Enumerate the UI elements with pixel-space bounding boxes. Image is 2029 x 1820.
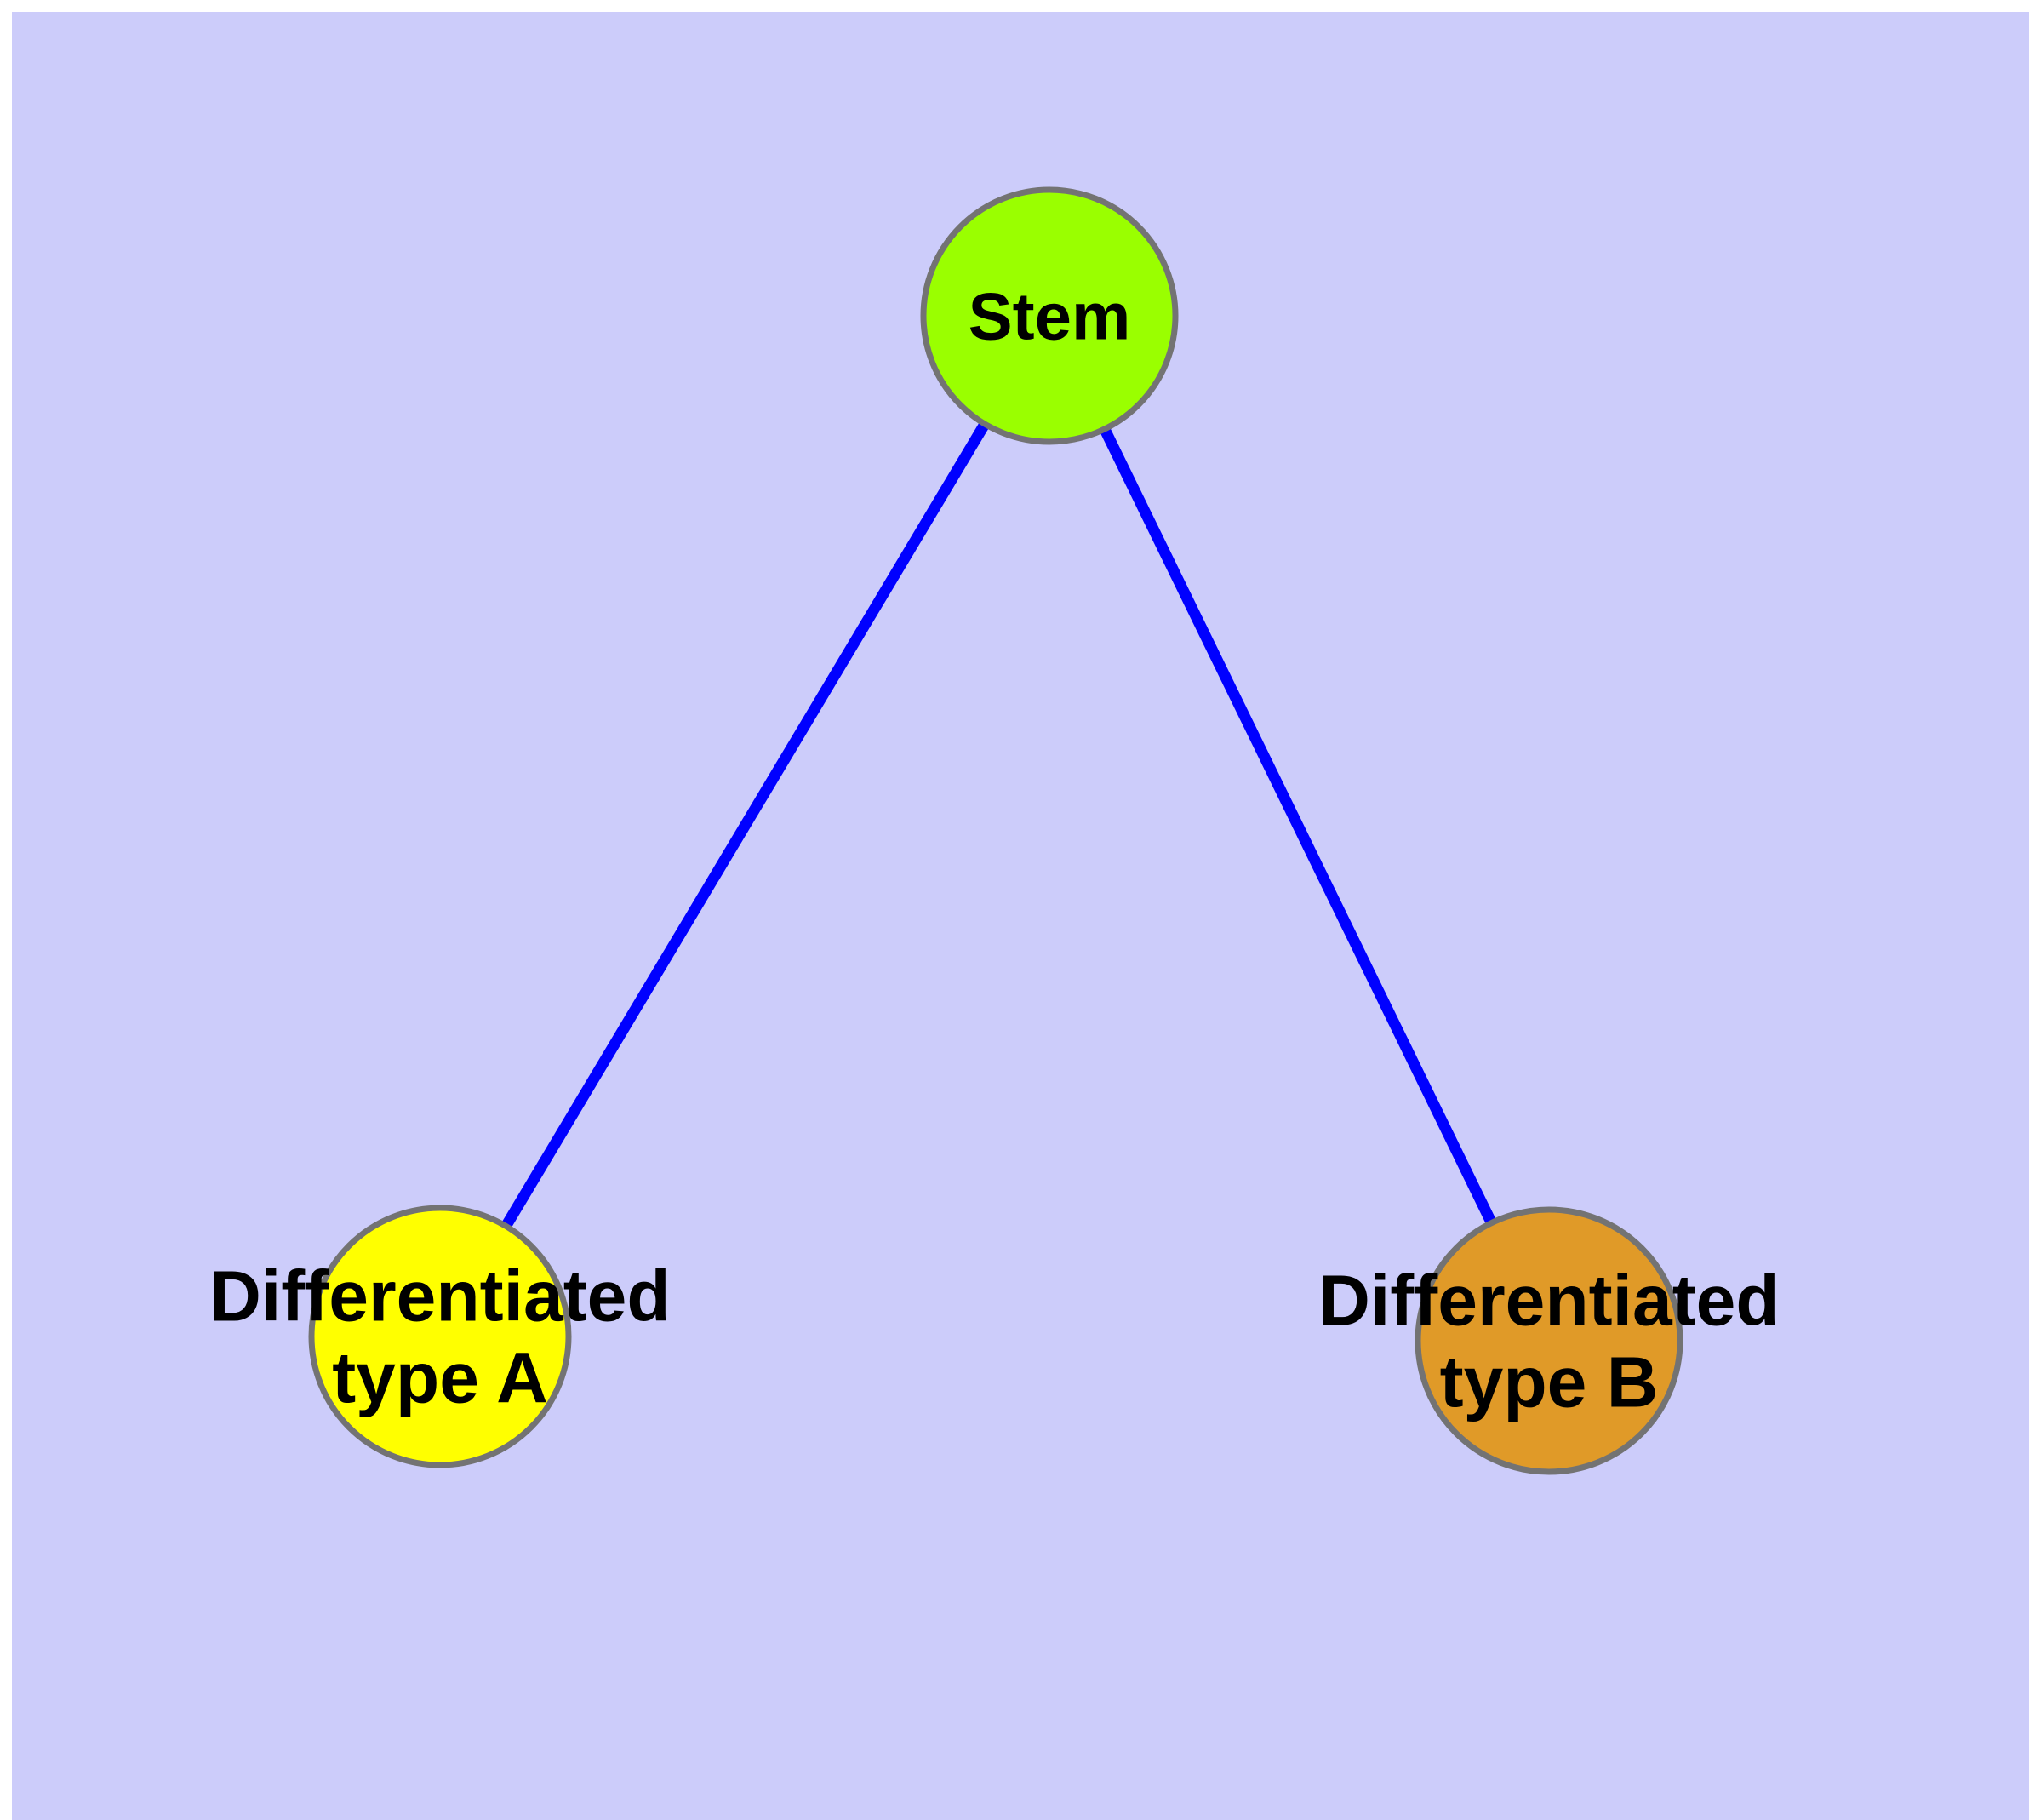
node-label-line: Differentiated (1318, 1260, 1779, 1340)
node-circle-stem[interactable] (920, 186, 1179, 445)
edge-stem-diff-a[interactable] (500, 420, 991, 1231)
node-circle-diff_b[interactable] (1415, 1206, 1683, 1475)
edge-layer (500, 420, 1498, 1231)
node-label-line: type A (332, 1337, 548, 1417)
node-label-line: Differentiated (209, 1256, 670, 1336)
node-label-stem: Stem (969, 278, 1131, 353)
node-label-line: Stem (969, 278, 1131, 353)
node-circle-diff_a[interactable] (308, 1205, 572, 1468)
node-stem[interactable]: Stem (920, 186, 1179, 445)
node-label-line: type B (1440, 1342, 1659, 1422)
edge-stem-diff-b[interactable] (1099, 425, 1498, 1228)
